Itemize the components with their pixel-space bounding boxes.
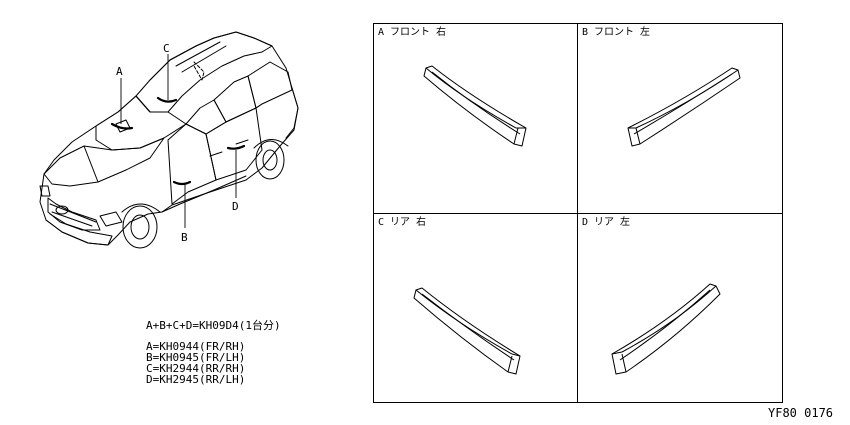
- car-windshield: [95, 95, 187, 151]
- molding-part-b: [627, 69, 741, 147]
- car-side-window-quarter: [247, 61, 293, 109]
- car-rear-wheel: [255, 140, 285, 180]
- car-emblem: [55, 205, 69, 215]
- vehicle-diagram: [39, 31, 299, 249]
- car-grille: [47, 197, 101, 231]
- parts-line-d: D=KH2945(RR/LH): [146, 373, 246, 386]
- car-front-wheel: [122, 205, 158, 249]
- vehicle-part-a-mark: [110, 122, 134, 130]
- callout-b: B: [181, 231, 188, 244]
- car-headlight-left: [99, 211, 123, 227]
- car-roof: [135, 31, 273, 113]
- grid-divider-horizontal: [374, 213, 782, 214]
- panel-a-label: A フロント 右: [378, 27, 447, 38]
- car-door-rear: [205, 107, 263, 181]
- figure-code: YF80 0176: [768, 406, 834, 420]
- panel-b-label: B フロント 左: [582, 27, 651, 38]
- car-headlight-right: [39, 185, 51, 197]
- parts-line-b: B=KH0945(FR/LH): [146, 351, 246, 364]
- callout-c: C: [163, 42, 170, 55]
- panel-c-label: C リア 右: [378, 217, 427, 228]
- parts-grid: A フロント 右 B フロント 左 C リア 右 D リア 左: [373, 23, 783, 403]
- car-hood: [43, 137, 165, 187]
- parts-set-line: A+B+C+D=KH09D4(1台分): [146, 319, 281, 332]
- parts-line-a: A=KH0944(FR/RH): [146, 340, 246, 353]
- car-bumper: [45, 213, 113, 246]
- car-side-window-front: [185, 99, 227, 135]
- parts-line-c: C=KH2944(RR/RH): [146, 362, 246, 375]
- vehicle-part-d-mark: [226, 144, 246, 150]
- vehicle-part-c-mark: [156, 96, 178, 103]
- molding-part-a: [423, 67, 527, 147]
- panel-b: B フロント 左: [578, 24, 782, 213]
- callout-a: A: [116, 65, 123, 78]
- panel-d-label: D リア 左: [582, 217, 631, 228]
- vehicle-part-b-mark: [172, 180, 192, 186]
- panel-a: A フロント 右: [374, 24, 577, 213]
- molding-part-c: [413, 289, 521, 375]
- molding-part-d: [611, 285, 721, 375]
- panel-c: C リア 右: [374, 214, 577, 402]
- callout-d: D: [232, 200, 239, 213]
- panel-d: D リア 左: [578, 214, 782, 402]
